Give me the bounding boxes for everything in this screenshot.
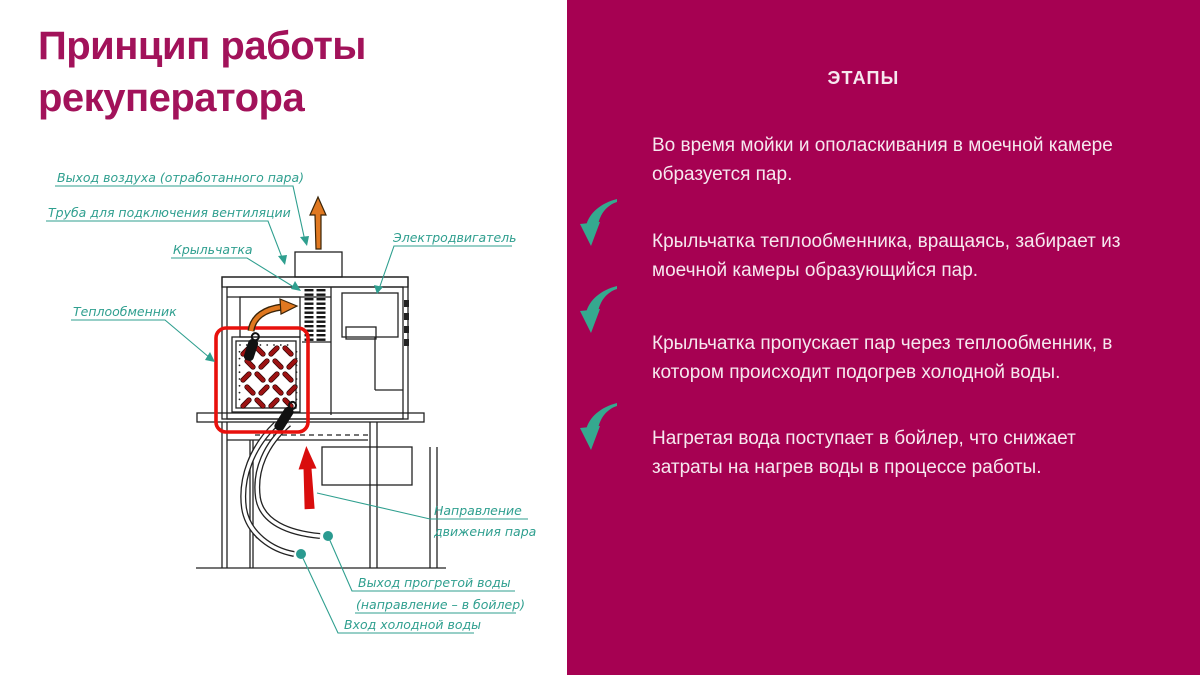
label-steam-direction-line1: Направление — [434, 503, 522, 518]
steam-up-arrow — [298, 446, 317, 510]
warm-water-point — [323, 531, 333, 541]
step-3-line-2: котором происходит подогрев холодной вод… — [652, 362, 1061, 383]
label-air-outlet: Выход воздуха (отработанного пара) — [57, 170, 304, 185]
curved-arrow-icon-1 — [580, 199, 617, 246]
step-item-3: Крыльчатка пропускает пар через теплообм… — [652, 329, 1182, 387]
step-3-line-1: Крыльчатка пропускает пар через теплообм… — [652, 333, 1113, 354]
page-title: Принцип работы рекуператора — [38, 20, 366, 124]
label-steam-direction-line2: движения пара — [433, 524, 536, 539]
label-warm-water-line2: (направление – в бойлер) — [356, 597, 525, 612]
step-2-line-2: моечной камеры образующийся пар. — [652, 260, 979, 281]
step-2-line-1: Крыльчатка теплообменника, вращаясь, заб… — [652, 231, 1121, 252]
pipe-fittings — [243, 332, 297, 432]
steps-panel: ЭТАПЫ Во время мойки и ополаскивания в м… — [567, 0, 1200, 675]
steps-heading: ЭТАПЫ — [827, 68, 900, 88]
recuperator-diagram: Выход воздуха (отработанного пара) Труба… — [46, 170, 536, 634]
curved-arrow-icon-2 — [580, 286, 617, 333]
water-pipes — [240, 421, 321, 557]
step-item-4: Нагретая вода поступает в бойлер, что сн… — [652, 424, 1182, 482]
heat-exchanger-highlight — [214, 326, 310, 434]
exhaust-air-arrow — [309, 195, 327, 250]
title-line-2: рекуператора — [38, 76, 305, 120]
label-motor: Электродвигатель — [392, 230, 517, 245]
step-1-line-2: образуется пар. — [652, 164, 793, 185]
air-flow-arrows — [247, 195, 327, 332]
label-impeller: Крыльчатка — [173, 242, 253, 257]
step-4-line-2: затраты на нагрев воды в процессе работы… — [652, 457, 1042, 478]
step-1-line-1: Во время мойки и ополаскивания в моечной… — [652, 135, 1113, 156]
label-vent-pipe: Труба для подключения вентиляции — [48, 205, 291, 220]
heat-exchanger-coils — [240, 345, 298, 409]
title-line-1: Принцип работы — [38, 24, 366, 68]
diagram-labels: Выход воздуха (отработанного пара) Труба… — [48, 170, 536, 632]
step-item-2: Крыльчатка теплообменника, вращаясь, заб… — [652, 227, 1182, 285]
label-heat-exchanger: Теплообменник — [73, 304, 177, 319]
label-warm-water-line1: Выход прогретой воды — [358, 575, 511, 590]
step-4-line-1: Нагретая вода поступает в бойлер, что сн… — [652, 428, 1076, 449]
leader-lines — [46, 185, 528, 634]
label-cold-water: Вход холодной воды — [344, 617, 481, 632]
air-curve-arrowhead — [279, 298, 299, 315]
cold-water-point — [296, 549, 306, 559]
step-item-1: Во время мойки и ополаскивания в моечной… — [652, 131, 1182, 189]
curved-arrow-icon-3 — [580, 403, 617, 450]
